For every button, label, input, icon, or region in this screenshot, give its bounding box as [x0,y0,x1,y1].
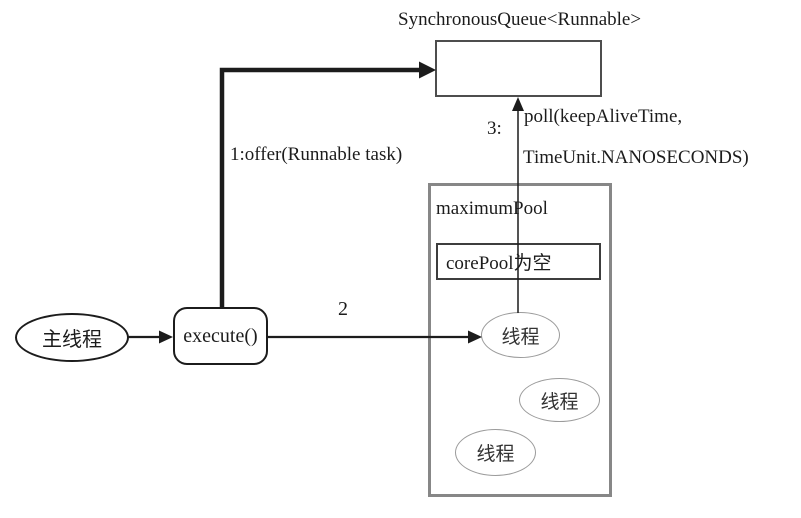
offer-arrowhead-icon [419,61,436,79]
core-pool-label: corePool为空 [446,253,552,274]
poll-arrowhead-icon [512,97,524,111]
thread-ellipse: 线程 [455,429,536,476]
thread-label: 线程 [501,326,540,348]
main-to-execute-arrowhead-icon [159,330,173,344]
core-pool-box: corePool为空 [436,243,601,280]
main-thread-label: 主线程 [42,329,102,351]
execute-label: execute() [183,324,258,347]
thread-ellipse: 线程 [519,378,600,422]
thread-ellipse: 线程 [481,312,560,358]
maximum-pool-label: maximumPool [436,198,548,219]
synchronous-queue-title: SynchronousQueue<Runnable> [398,9,642,30]
main-thread-ellipse: 主线程 [15,313,129,362]
execute-box: execute() [173,307,268,365]
thread-label: 线程 [540,391,579,413]
offer-annotation: 1:offer(Runnable task) [230,144,403,165]
offer-arrow [219,67,420,307]
poll-annotation-line2: TimeUnit.NANOSECONDS) [523,147,749,168]
step3-annotation: 3: [487,118,502,139]
step2-annotation: 2 [338,298,348,320]
thread-label: 线程 [476,444,515,465]
poll-annotation-line1: poll(keepAliveTime, [524,106,683,127]
synchronous-queue-box [435,40,602,97]
